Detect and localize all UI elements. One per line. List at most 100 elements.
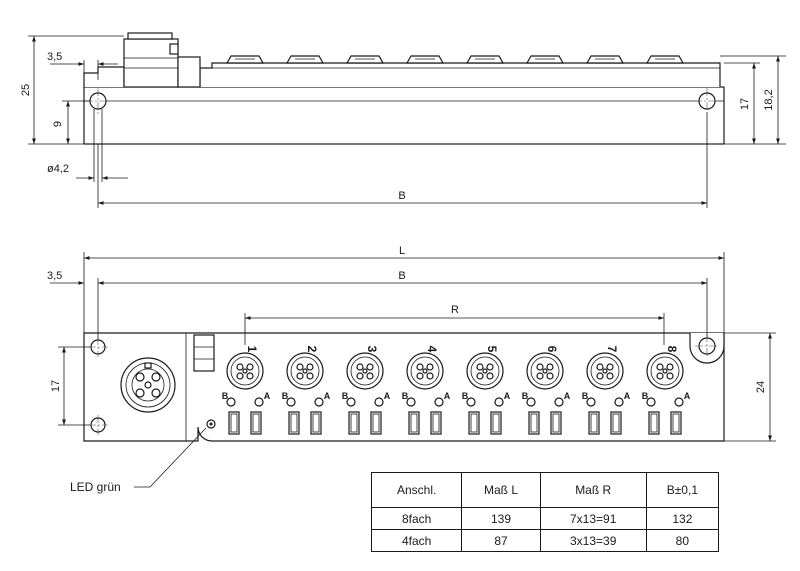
dim-side-b: B bbox=[398, 190, 405, 202]
dim-top-l: L bbox=[399, 245, 405, 257]
port-connector: 6B A bbox=[522, 346, 571, 435]
side-view: 3,5 25 9 ø4,2 B 17 18,2 bbox=[20, 32, 786, 208]
pin-label-b: B bbox=[522, 391, 529, 401]
led-leader-line bbox=[134, 427, 207, 488]
top-body bbox=[83, 332, 725, 442]
table-row: 8fach 139 7x13=91 132 bbox=[370, 507, 720, 530]
port-number: 1 bbox=[245, 346, 259, 353]
table-header-b: B±0,1 bbox=[645, 472, 720, 508]
pin-label-a: A bbox=[684, 391, 691, 401]
table-cell: 4fach bbox=[370, 529, 463, 552]
side-nub bbox=[345, 55, 385, 64]
label-slot bbox=[588, 411, 600, 435]
dim-top-3-5: 3,5 bbox=[47, 270, 62, 282]
port-led-b bbox=[286, 397, 296, 407]
dim-top-r: R bbox=[451, 304, 459, 316]
dim-top-24: 24 bbox=[755, 381, 767, 393]
port-number: 4 bbox=[425, 346, 439, 353]
side-nub bbox=[645, 55, 685, 64]
dim-side-17: 17 bbox=[739, 98, 751, 110]
main-connector bbox=[120, 357, 176, 413]
label-slot bbox=[610, 411, 622, 435]
table-row: 4fach 87 3x13=39 80 bbox=[370, 529, 720, 552]
side-nub bbox=[285, 55, 325, 64]
port-led-a bbox=[254, 397, 264, 407]
label-slot bbox=[490, 411, 502, 435]
table-cell: 132 bbox=[645, 507, 720, 530]
table-header-mass-r: Maß R bbox=[539, 472, 647, 508]
table-cell: 7x13=91 bbox=[539, 507, 647, 530]
side-body bbox=[83, 86, 725, 145]
pin-label-a: A bbox=[264, 391, 271, 401]
port-connector: 4B A bbox=[402, 346, 451, 435]
side-connector-nubs bbox=[225, 55, 685, 64]
pin-label-b: B bbox=[222, 391, 229, 401]
pin-label-a: A bbox=[444, 391, 451, 401]
port-led-b bbox=[406, 397, 416, 407]
label-slot bbox=[670, 411, 682, 435]
port-led-b bbox=[226, 397, 236, 407]
indicator-block bbox=[193, 334, 215, 372]
side-nub bbox=[525, 55, 565, 64]
label-slot bbox=[468, 411, 480, 435]
pin-label-b: B bbox=[282, 391, 289, 401]
label-slot bbox=[528, 411, 540, 435]
dim-side-9: 9 bbox=[52, 121, 64, 127]
label-slot bbox=[250, 411, 262, 435]
port-led-b bbox=[466, 397, 476, 407]
port-led-a bbox=[374, 397, 384, 407]
pin-label-b: B bbox=[642, 391, 649, 401]
pin-label-a: A bbox=[504, 391, 511, 401]
dim-side-18-2: 18,2 bbox=[763, 89, 775, 110]
dim-top-b: B bbox=[398, 270, 405, 282]
port-number: 2 bbox=[305, 346, 319, 353]
port-number: 7 bbox=[605, 346, 619, 353]
label-slot bbox=[430, 411, 442, 435]
table-cell: 3x13=39 bbox=[539, 529, 647, 552]
port-led-b bbox=[526, 397, 536, 407]
pin-label-a: A bbox=[564, 391, 571, 401]
side-nub bbox=[585, 55, 625, 64]
label-slot bbox=[310, 411, 322, 435]
label-slot bbox=[288, 411, 300, 435]
dim-side-hole-diameter: ø4,2 bbox=[47, 163, 69, 175]
pin-label-b: B bbox=[402, 391, 409, 401]
port-connector: 1B A bbox=[222, 346, 271, 435]
table-cell: 139 bbox=[461, 507, 541, 530]
table-header-mass-l: Maß L bbox=[461, 472, 541, 508]
pin-label-a: A bbox=[324, 391, 331, 401]
port-led-a bbox=[674, 397, 684, 407]
dimension-table: Anschl. Maß L Maß R B±0,1 8fach 139 7x13… bbox=[370, 472, 720, 552]
port-connector: 2B A bbox=[282, 346, 331, 435]
port-led-a bbox=[554, 397, 564, 407]
pin-label-b: B bbox=[342, 391, 349, 401]
label-slot bbox=[228, 411, 240, 435]
port-connector: 3B A bbox=[342, 346, 391, 435]
label-slot bbox=[348, 411, 360, 435]
label-slot bbox=[550, 411, 562, 435]
side-nub bbox=[225, 55, 265, 64]
pin-label-b: B bbox=[582, 391, 589, 401]
port-number: 8 bbox=[665, 346, 679, 353]
dim-side-25: 25 bbox=[20, 84, 32, 96]
pin-label-a: A bbox=[384, 391, 391, 401]
table-header-anschl: Anschl. bbox=[370, 472, 463, 508]
port-led-a bbox=[314, 397, 324, 407]
port-number: 6 bbox=[545, 346, 559, 353]
port-led-a bbox=[614, 397, 624, 407]
side-main-connector bbox=[123, 32, 201, 88]
table-header-row: Anschl. Maß L Maß R B±0,1 bbox=[370, 472, 720, 508]
label-slot bbox=[408, 411, 420, 435]
port-led-a bbox=[494, 397, 504, 407]
port-number: 3 bbox=[365, 346, 379, 353]
dim-top-17: 17 bbox=[50, 380, 62, 392]
table-cell: 80 bbox=[645, 529, 720, 552]
dim-side-3-5: 3,5 bbox=[47, 51, 62, 63]
port-connector: 8B A bbox=[642, 346, 691, 435]
table-cell: 8fach bbox=[370, 507, 463, 530]
port-led-b bbox=[346, 397, 356, 407]
port-led-b bbox=[586, 397, 596, 407]
